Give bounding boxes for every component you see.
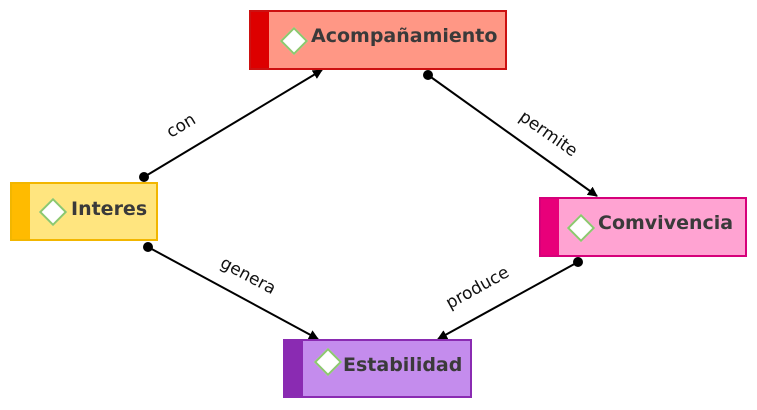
diamond-icon: [313, 347, 343, 377]
diamond-icon: [566, 213, 596, 243]
edge-permite[interactable]: [427, 74, 598, 197]
edge-genera-start-dot: [143, 242, 153, 252]
node-acompanamiento[interactable]: Acompañamiento: [249, 10, 507, 70]
edge-produce[interactable]: [437, 261, 579, 340]
node-color-stripe: [12, 184, 30, 239]
diamond-icon: [279, 26, 309, 56]
edge-con[interactable]: [143, 69, 323, 178]
node-estabilidad[interactable]: Estabilidad: [283, 339, 472, 398]
node-label-comvivencia: Comvivencia: [598, 212, 734, 234]
edge-con-start-dot: [139, 172, 149, 182]
node-label-interes: Interes: [71, 198, 148, 220]
node-label-acompanamiento: Acompañamiento: [311, 25, 498, 47]
node-color-stripe: [541, 199, 559, 255]
edge-produce-start-dot: [573, 257, 583, 267]
node-color-stripe: [251, 12, 269, 68]
node-color-stripe: [285, 341, 303, 396]
node-comvivencia[interactable]: Comvivencia: [539, 197, 747, 257]
diamond-icon: [38, 197, 68, 227]
node-label-estabilidad: Estabilidad: [343, 354, 463, 376]
edge-genera[interactable]: [147, 246, 319, 340]
edge-permite-start-dot: [423, 70, 433, 80]
node-interes[interactable]: Interes: [10, 182, 158, 241]
